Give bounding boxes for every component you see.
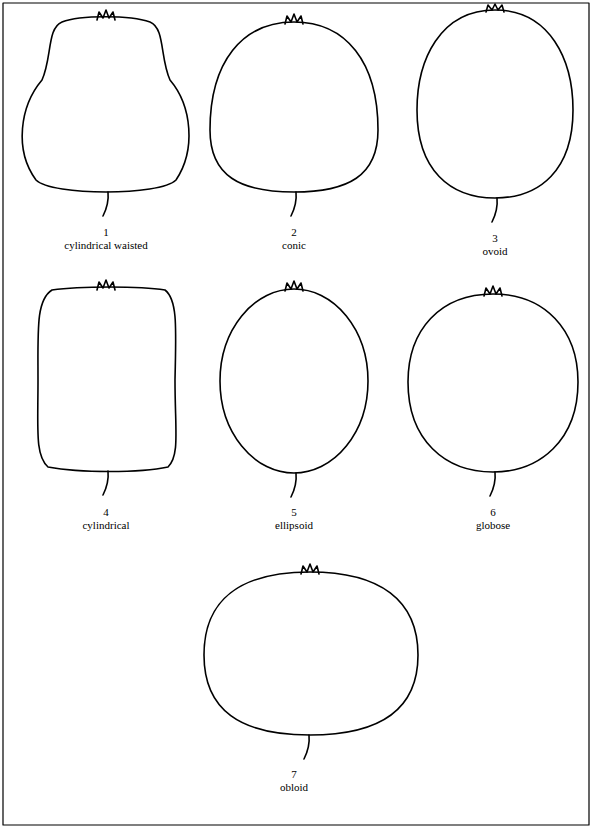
calyx	[484, 286, 502, 296]
stem	[492, 198, 497, 222]
calyx	[285, 281, 303, 291]
calyx	[486, 4, 504, 12]
fruit-outline	[38, 287, 176, 472]
shape-name: globose	[476, 519, 510, 532]
shape-name: conic	[282, 239, 306, 252]
calyx	[97, 10, 115, 20]
fruit-outline	[204, 572, 418, 735]
stem	[291, 192, 296, 216]
shape-number: 2	[291, 226, 297, 239]
shape-name: ellipsoid	[275, 519, 313, 532]
shape-name: ovoid	[482, 245, 507, 258]
shape-name: obloid	[280, 781, 308, 794]
fruit-outline	[210, 22, 378, 192]
fruit-outline	[22, 17, 189, 192]
fruit-outline	[417, 10, 573, 198]
shape-number: 7	[291, 768, 297, 781]
fruit-outline	[408, 294, 578, 472]
shape-name: cylindrical waisted	[64, 239, 147, 252]
shape-number: 1	[103, 226, 109, 239]
frame	[3, 3, 589, 825]
calyx	[97, 280, 115, 290]
stem	[103, 192, 108, 216]
shape-number: 6	[490, 506, 496, 519]
shape-number: 4	[103, 506, 109, 519]
stem	[103, 471, 108, 495]
shape-number: 5	[291, 506, 297, 519]
stem	[291, 473, 296, 497]
shape-name: cylindrical	[82, 519, 129, 532]
calyx	[285, 14, 303, 24]
calyx	[301, 564, 319, 574]
shape-number: 3	[492, 232, 498, 245]
fruit-outline	[220, 289, 368, 473]
stem	[304, 735, 309, 759]
stem	[490, 472, 495, 496]
